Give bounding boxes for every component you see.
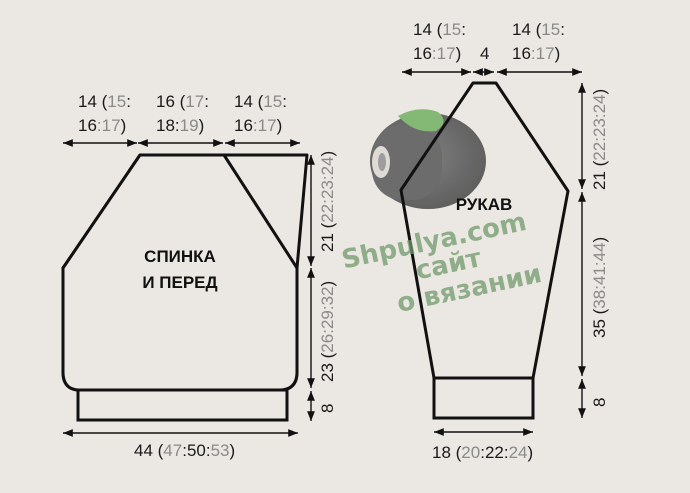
body-top-dim-1: 14 (15: 16:17): [78, 92, 131, 135]
sleeve-right-dim-2: 35 (38:41:44): [590, 237, 609, 338]
watermark: Shpulya.com сайт о вязании: [339, 207, 544, 319]
body-piece-label-2: И ПЕРЕД: [142, 273, 217, 292]
svg-text:14 (15:: 14 (15:: [512, 20, 565, 39]
sleeve-top-dim-2: 4: [480, 44, 489, 63]
sleeve-top-dim-3: 14 (15: 16:17): [512, 20, 565, 63]
svg-text:16:17): 16:17): [413, 44, 461, 63]
body-piece-label: СПИНКА: [144, 247, 216, 266]
sleeve-bottom-dim: 18 (20:22:24): [432, 443, 533, 462]
sleeve-piece-label: РУКАВ: [456, 195, 513, 214]
svg-text:16:17): 16:17): [234, 116, 282, 135]
body-right-dim-3: 8: [318, 404, 337, 413]
yarn-spool-icon: [370, 109, 486, 209]
body-top-dim-3: 14 (15: 16:17): [234, 92, 287, 135]
svg-text:14 (15:: 14 (15:: [234, 92, 287, 111]
svg-text:18:19): 18:19): [156, 116, 204, 135]
svg-text:16 (17:: 16 (17:: [156, 92, 209, 111]
sleeve-right-dim-1: 21 (22:23:24): [590, 89, 609, 190]
svg-text:16:17): 16:17): [78, 116, 126, 135]
sleeve-top-dim-1: 14 (15: 16:17): [413, 20, 466, 63]
svg-text:14 (15:: 14 (15:: [78, 92, 131, 111]
sleeve-cuff: [432, 376, 535, 420]
svg-text:14 (15:: 14 (15:: [413, 20, 466, 39]
body-right-dim-1: 21 (22:23:24): [318, 151, 337, 252]
body-ribbing: [76, 388, 289, 422]
body-top-dim-2: 16 (17: 18:19): [156, 92, 209, 135]
svg-text:16:17): 16:17): [512, 44, 560, 63]
sleeve-right-dim-3: 8: [590, 398, 609, 407]
body-bottom-dim: 44 (47:50:53): [134, 441, 235, 460]
body-right-dim-2: 23 (26:29:32): [318, 281, 337, 382]
